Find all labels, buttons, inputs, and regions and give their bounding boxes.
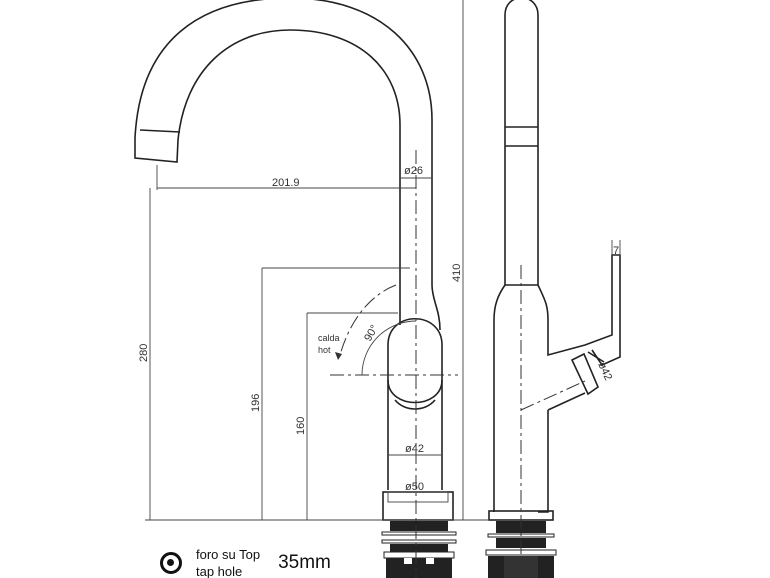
tap-hole-label-it: foro su Top (196, 547, 261, 562)
dim-cartridge-diameter: ø42 (595, 360, 614, 382)
side-view: 410 7 ø42 (451, 0, 621, 578)
body (387, 380, 443, 490)
tap-hole-labels: foro su Top tap hole (196, 546, 260, 578)
dim-280: 280 (138, 344, 150, 362)
base-ring (382, 491, 454, 521)
dim-body-diameter: ø42 (405, 443, 424, 455)
hot-label-it: calda (318, 333, 340, 343)
base-ring-inner (387, 491, 449, 503)
handle-lever (399, 284, 441, 331)
dim-410: 410 (451, 264, 463, 282)
hot-label-en: hot (318, 345, 331, 355)
dim-lever-width: 7 (613, 245, 619, 257)
hot-arrow-path (339, 284, 397, 356)
tap-hole-size: 35mm (278, 552, 331, 573)
angle-arc (361, 320, 417, 376)
dim-160: 160 (295, 417, 307, 435)
tap-hole-legend: foro su Top tap hole 35mm (160, 546, 331, 578)
spout-inner (177, 29, 401, 300)
side-body (493, 254, 621, 513)
cartridge-axis (520, 380, 586, 411)
dim-reach: 201.9 (272, 177, 300, 189)
side-cartridge (570, 351, 605, 396)
angle-label: 90° (362, 323, 381, 343)
side-spout (504, 0, 539, 285)
handle-oval (387, 317, 443, 404)
hot-arrow-head (335, 352, 342, 360)
tap-hole-label-en: tap hole (196, 564, 243, 578)
dim-base-diameter: ø50 (405, 481, 424, 493)
spout-outer (134, 0, 433, 285)
dim-196: 196 (250, 394, 262, 412)
dim-spout-diameter: ø26 (404, 165, 423, 177)
tap-hole-icon (160, 552, 182, 574)
spout-nozzle (134, 129, 181, 163)
front-threads (381, 521, 457, 578)
front-view: 201.9 ø26 280 196 160 ø42 ø50 90° calda … (134, 0, 460, 578)
